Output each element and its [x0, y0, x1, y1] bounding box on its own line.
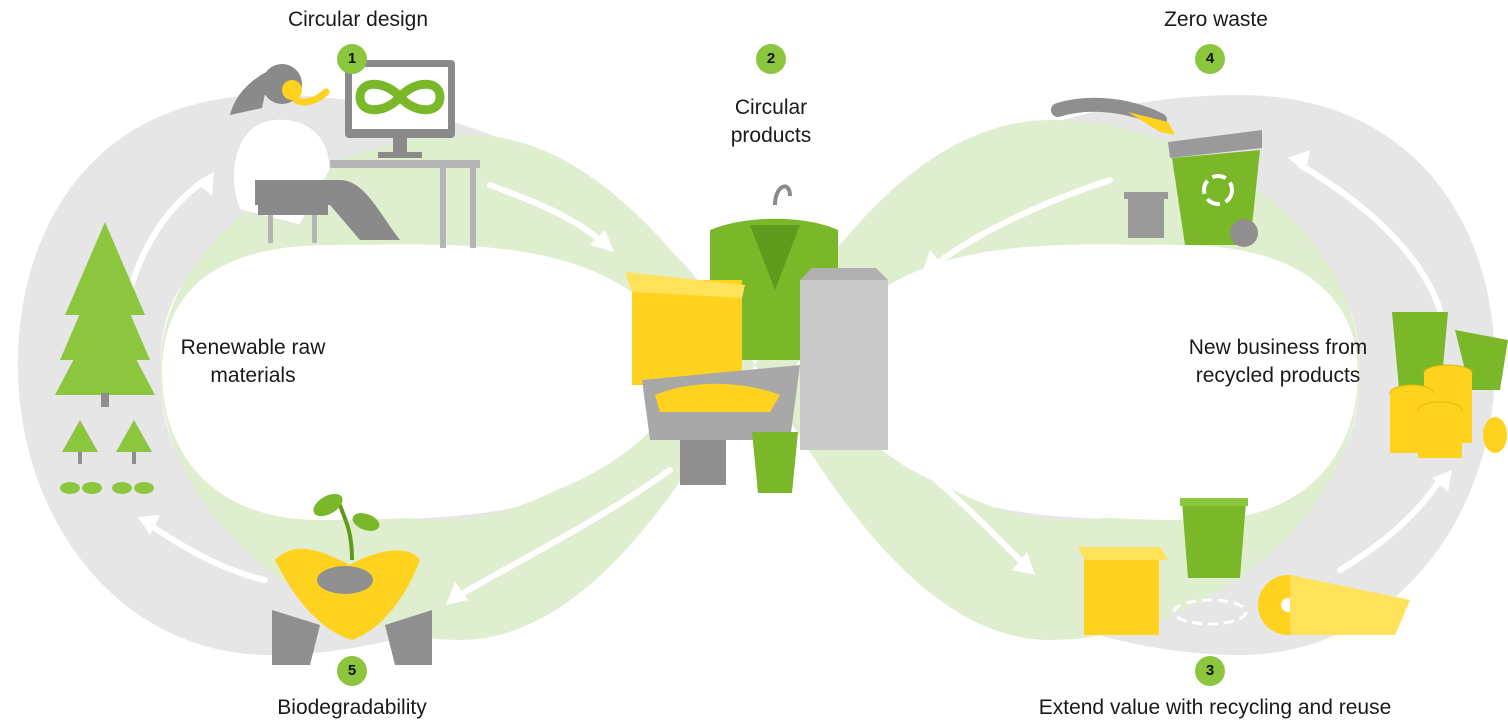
step-1-label: Circular design	[287, 8, 429, 31]
flow-arrows	[127, 162, 1443, 598]
step-3-badge: 3	[1195, 656, 1225, 686]
hands-with-seedling-icon	[272, 493, 432, 665]
arrow-to-design	[127, 177, 208, 293]
designer-at-computer-icon	[230, 60, 480, 248]
recycling-bin-icon	[1051, 97, 1262, 247]
step-2-badge: 2	[756, 44, 786, 74]
right-loop-label: New business from recycled products	[1188, 336, 1368, 387]
step-1-badge: 1	[337, 44, 367, 74]
step-4-label: Zero waste	[1164, 8, 1268, 31]
step-5-label: Biodegradability	[277, 696, 427, 719]
recycled-materials-icon	[1078, 498, 1410, 635]
left-loop-label: Renewable raw materials	[180, 336, 326, 387]
right-inner-space	[810, 244, 1358, 520]
product-packaging-icon	[625, 184, 888, 493]
step-3-label: Extend value with recycling and reuse	[1038, 696, 1392, 719]
infinity-icon	[355, 79, 445, 115]
arrow-to-zero-waste	[1297, 162, 1443, 313]
coins-icon	[1389, 312, 1508, 458]
arrow-heads	[138, 150, 1452, 605]
arrow-to-products	[487, 182, 603, 243]
step-5-badge: 5	[337, 656, 367, 686]
step-2-label: Circular products	[730, 96, 812, 147]
arrow-to-raw-materials	[147, 522, 268, 583]
left-inner-space	[162, 244, 700, 520]
arrow-to-recycling	[877, 432, 1023, 563]
arrow-to-new-business	[1337, 477, 1443, 573]
tree-icon	[55, 222, 155, 494]
step-4-badge: 4	[1195, 44, 1225, 74]
arrow-from-bin	[932, 177, 1113, 268]
arrow-to-biodegrade	[457, 467, 673, 598]
